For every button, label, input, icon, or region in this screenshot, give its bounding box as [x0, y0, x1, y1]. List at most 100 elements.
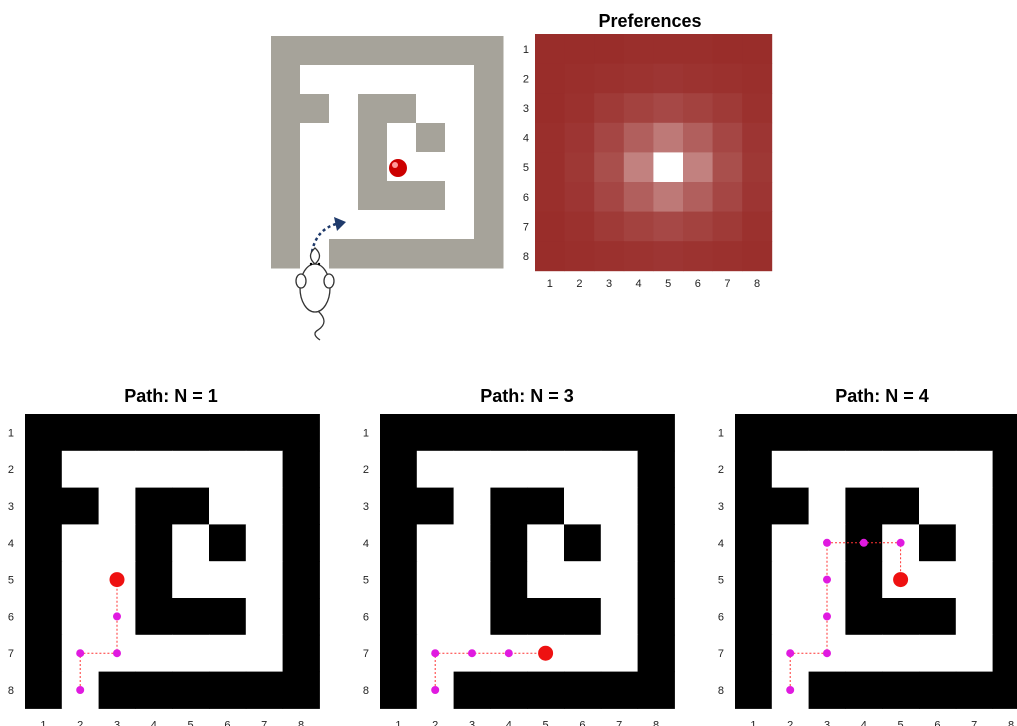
maze-cell [527, 598, 564, 635]
y-tick-label: 6 [523, 192, 529, 204]
maze-cell [474, 65, 504, 95]
maze-cell [638, 635, 675, 672]
y-tick-label: 3 [8, 501, 14, 513]
maze-cell [809, 414, 846, 451]
maze-cell [135, 561, 172, 598]
maze-cell [62, 488, 99, 525]
y-tick-label: 4 [523, 133, 529, 145]
heatmap-cell [535, 34, 565, 64]
maze-cell [474, 36, 504, 66]
heatmap-cell [742, 241, 772, 271]
maze-cell [62, 598, 99, 635]
agent-marker [110, 572, 125, 587]
maze-cell [271, 123, 301, 153]
maze-cell [135, 451, 172, 488]
maze-cell [993, 451, 1017, 488]
x-tick-label: 6 [579, 719, 585, 726]
maze-cell [564, 672, 601, 709]
maze-cell [474, 94, 504, 124]
maze-cell [490, 524, 527, 561]
maze-cell [99, 451, 136, 488]
maze-cell [772, 598, 809, 635]
maze-cell [845, 598, 882, 635]
maze-cell [358, 94, 388, 124]
maze-cell [329, 65, 359, 95]
maze-cell [417, 414, 454, 451]
heatmap-cell [713, 182, 743, 212]
maze-cell [25, 488, 62, 525]
maze-illustration [271, 36, 504, 269]
path-point [76, 649, 84, 657]
x-tick-label: 1 [547, 278, 553, 290]
path-point [113, 612, 121, 620]
heatmap-cell [624, 182, 654, 212]
path-panel-2: 1234567812345678 [363, 414, 675, 726]
maze-cell [564, 414, 601, 451]
maze-cell [454, 414, 491, 451]
y-tick-label: 1 [523, 44, 529, 56]
heatmap-cell [624, 212, 654, 242]
maze-cell [601, 635, 638, 672]
mouse-eye-right [318, 263, 320, 265]
maze-cell [882, 488, 919, 525]
maze-cell [809, 672, 846, 709]
x-tick-label: 6 [695, 278, 701, 290]
maze-cell [956, 488, 993, 525]
maze-cell [527, 672, 564, 709]
x-tick-label: 1 [750, 719, 756, 726]
maze-cell [601, 598, 638, 635]
maze-cell [445, 152, 475, 182]
agent-marker [893, 572, 908, 587]
maze-cell [956, 598, 993, 635]
x-tick-label: 6 [224, 719, 230, 726]
y-tick-label: 4 [718, 538, 724, 550]
maze-cell [527, 414, 564, 451]
maze-cell [283, 635, 320, 672]
maze-cell [882, 598, 919, 635]
path-point [786, 686, 794, 694]
x-tick-label: 2 [576, 278, 582, 290]
maze-cell [417, 488, 454, 525]
heatmap-cell [653, 123, 683, 153]
x-tick-label: 7 [971, 719, 977, 726]
heatmap-cell [683, 182, 713, 212]
maze-cell [283, 672, 320, 709]
maze-cell [300, 94, 330, 124]
heatmap-cell [594, 123, 624, 153]
maze-cell [993, 561, 1017, 598]
path-point [76, 686, 84, 694]
heatmap-cell [683, 152, 713, 182]
maze-cell [474, 123, 504, 153]
maze-cell [772, 488, 809, 525]
x-tick-label: 2 [77, 719, 83, 726]
maze-cell [246, 635, 283, 672]
maze-cell [735, 414, 772, 451]
heatmap-cell [624, 93, 654, 123]
path-point [113, 649, 121, 657]
maze-cell [172, 672, 209, 709]
maze-cell [735, 488, 772, 525]
maze-cell [417, 451, 454, 488]
maze-cell [209, 598, 246, 635]
maze-cell [172, 524, 209, 561]
maze-cell [735, 635, 772, 672]
maze-cell [99, 524, 136, 561]
maze-cell [956, 414, 993, 451]
maze-cell [564, 598, 601, 635]
maze-cell [416, 152, 446, 182]
maze-cell [454, 561, 491, 598]
maze-cell [445, 94, 475, 124]
x-tick-label: 1 [40, 719, 46, 726]
maze-cell [387, 239, 417, 269]
maze-cell [380, 451, 417, 488]
panel-3-title: Path: N = 4 [835, 386, 929, 406]
heatmap-cell [683, 241, 713, 271]
maze-cell [993, 672, 1017, 709]
maze-cell [735, 672, 772, 709]
path-point [823, 539, 831, 547]
maze-cell [25, 672, 62, 709]
maze-cell [246, 524, 283, 561]
maze-cell [445, 210, 475, 240]
maze-cell [387, 210, 417, 240]
